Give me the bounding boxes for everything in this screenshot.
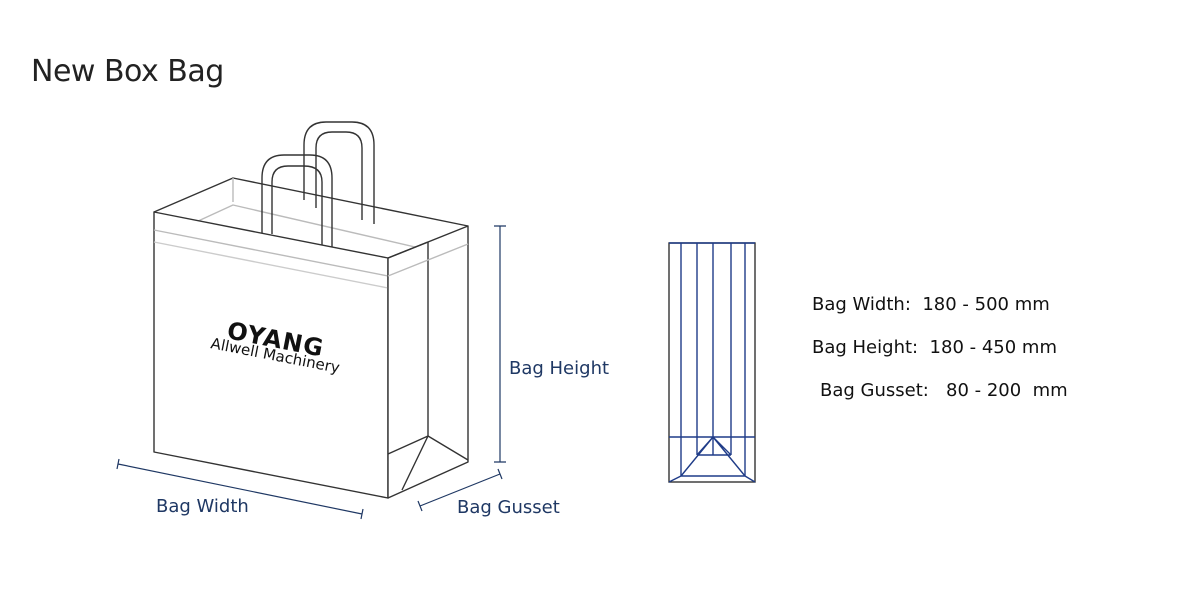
dimension-lines — [116, 225, 506, 520]
bag-inner-back — [195, 178, 429, 251]
bag-3d-illustration — [153, 121, 469, 499]
flat-bag-vertical-lines — [680, 243, 746, 476]
height-dimension-line — [494, 225, 506, 463]
page-title: New Box Bag — [31, 54, 224, 89]
width-dimension-line — [116, 458, 364, 520]
front-handle — [261, 154, 333, 250]
bag-front-hem-2 — [153, 241, 389, 289]
flat-bag-outline — [668, 242, 756, 483]
flat-bag-illustration — [668, 242, 756, 483]
gusset-top-corner — [387, 241, 429, 259]
bag-front-hem — [153, 229, 389, 277]
spec-bag-height: Bag Height: 180 - 450 mm — [812, 337, 1057, 358]
gusset-bottom-fold — [387, 435, 469, 491]
bag-gusset-label: Bag Gusset — [457, 497, 560, 518]
flat-bag-bottom-fold — [668, 435, 756, 483]
spec-bag-gusset: Bag Gusset: 80 - 200 mm — [820, 380, 1068, 401]
gusset-hem — [387, 243, 469, 277]
back-handle — [303, 121, 375, 224]
bag-top-rim — [153, 177, 469, 227]
gusset-dimension-line — [417, 468, 503, 512]
bag-width-label: Bag Width — [156, 496, 249, 517]
spec-bag-width: Bag Width: 180 - 500 mm — [812, 294, 1050, 315]
bag-height-label: Bag Height — [509, 358, 609, 379]
